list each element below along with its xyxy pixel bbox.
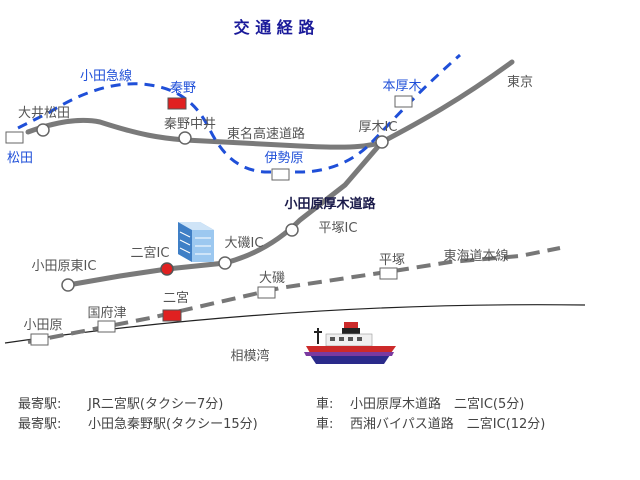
- oimatsuda-junction: [36, 123, 50, 137]
- oiso-label: 大磯: [259, 271, 285, 286]
- hiratsuka-station-box: [379, 267, 398, 280]
- odawara-higashi-ic-label: 小田原東IC: [32, 258, 97, 274]
- matsuda-label: 松田: [7, 151, 33, 166]
- access-car-1-label: 車:: [316, 397, 334, 412]
- ninomiya-station-marker: [162, 309, 182, 322]
- kozu-station-box: [97, 320, 116, 333]
- tomei-expressway-label: 東名高速道路: [227, 126, 305, 142]
- ship-icon: [304, 322, 396, 364]
- hadano-nakai-label: 秦野中井: [164, 117, 216, 132]
- access-car-2: 車: 西湘バイパス道路 二宮IC(12分): [316, 413, 545, 432]
- access-train-1-value: JR二宮駅(タクシー7分): [88, 397, 224, 412]
- ninomiya-ic-marker: [160, 262, 174, 276]
- coastline: [4, 304, 586, 344]
- tokyo-label: 東京: [507, 74, 533, 90]
- map-title: 交 通 経 路: [234, 18, 316, 37]
- oiso-ic-junction: [218, 256, 232, 270]
- isehara-station-box: [271, 168, 290, 181]
- hadano-station-marker: [167, 97, 187, 110]
- access-train-1: 最寄駅: JR二宮駅(タクシー7分): [18, 393, 223, 412]
- tomei-expressway: [25, 59, 515, 150]
- ninomiya-ic-label: 二宮IC: [131, 245, 170, 261]
- access-car-1-value: 小田原厚木道路 二宮IC(5分): [350, 397, 525, 412]
- hiratsuka-label: 平塚: [379, 253, 405, 268]
- oiso-ic-label: 大磯IC: [225, 236, 264, 251]
- odawara-label: 小田原: [23, 318, 62, 333]
- kozu-label: 国府津: [87, 306, 126, 321]
- isehara-label: 伊勢原: [264, 151, 303, 166]
- oimatsuda-label: 大井松田: [18, 106, 70, 121]
- hiratsuka-ic-junction: [285, 223, 299, 237]
- hadano-nakai-junction: [178, 131, 192, 145]
- hadano-label: 秦野: [170, 81, 196, 96]
- matsuda-station-box: [5, 131, 24, 144]
- office-building-icon: [178, 222, 214, 262]
- odawara-atsugi-road: [65, 139, 385, 288]
- oiso-station-box: [257, 286, 276, 299]
- atsugi-ic-label: 厚木IC: [359, 120, 398, 135]
- access-car-2-value: 西湘バイパス道路 二宮IC(12分): [350, 417, 546, 432]
- odawara-higashi-ic-junction: [61, 278, 75, 292]
- access-car-1: 車: 小田原厚木道路 二宮IC(5分): [316, 393, 524, 412]
- access-train-2: 最寄駅: 小田急秦野駅(タクシー15分): [18, 413, 258, 432]
- ninomiya-label: 二宮: [163, 290, 189, 306]
- odakyu-line-label: 小田急線: [80, 68, 132, 84]
- honatsugi-station-box: [394, 95, 413, 108]
- honatsugi-label: 本厚木: [382, 79, 421, 94]
- odawara-atsugi-road-label: 小田原厚木道路: [284, 196, 376, 212]
- access-train-1-label: 最寄駅:: [18, 397, 62, 412]
- tokaido-line-label: 東海道本線: [443, 248, 508, 264]
- odawara-station-box: [30, 333, 49, 346]
- access-train-2-value: 小田急秦野駅(タクシー15分): [88, 417, 258, 432]
- access-car-2-label: 車:: [316, 417, 334, 432]
- odakyu-line: [17, 53, 461, 174]
- access-train-2-label: 最寄駅:: [18, 417, 62, 432]
- atsugi-ic-junction: [375, 135, 389, 149]
- tokaido-line: [27, 246, 561, 344]
- sagami-bay-label: 相模湾: [230, 348, 269, 364]
- hiratsuka-ic-label: 平塚IC: [319, 221, 358, 236]
